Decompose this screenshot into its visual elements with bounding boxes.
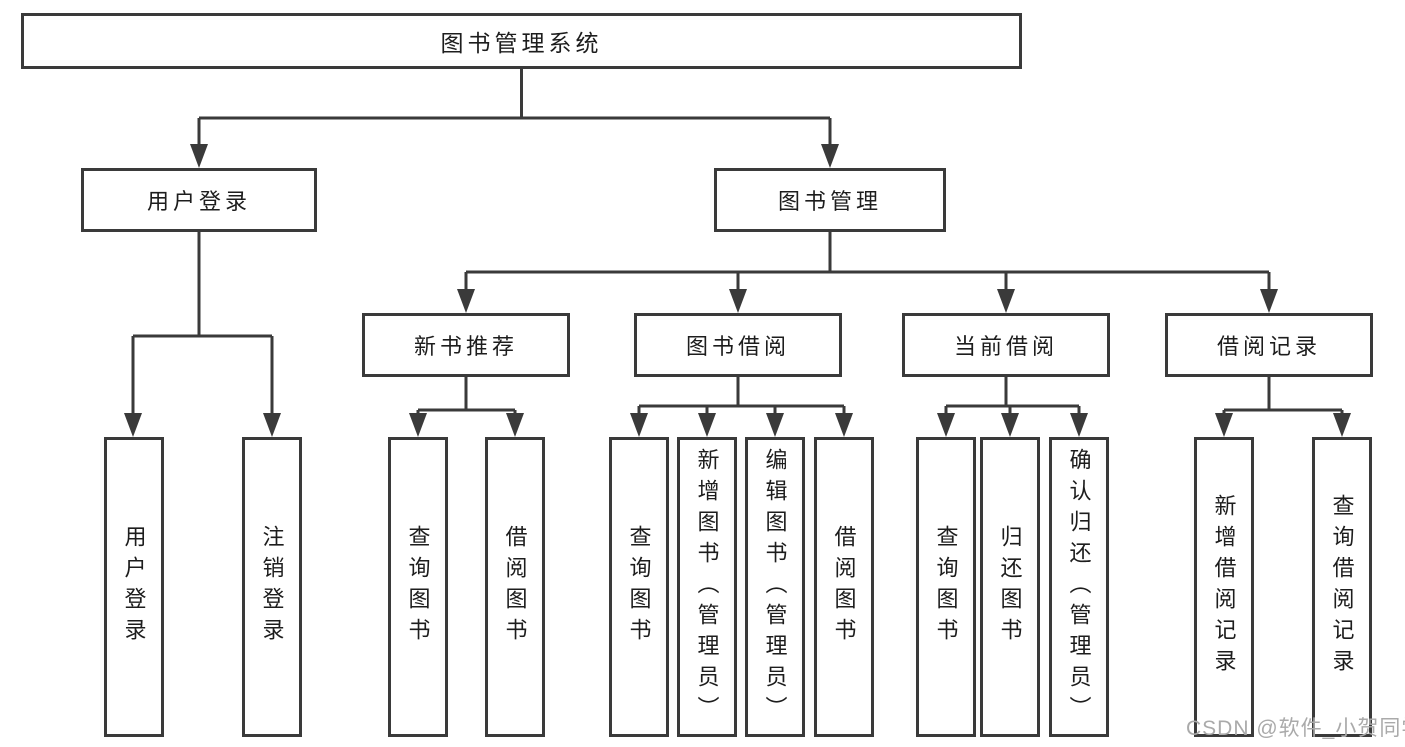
node-current-borrowing: 当前借阅 [902,313,1110,377]
node-book-borrowing: 图书借阅 [634,313,842,377]
node-new-book-recommendation-label: 新书推荐 [413,334,518,359]
node-book-borrowing-label: 图书借阅 [685,334,790,359]
node-system-root-label: 图书管理系统 [440,30,603,56]
leaf-query-books-current: 查询图书 [916,437,976,737]
node-borrowing-records: 借阅记录 [1165,313,1373,377]
leaf-query-borrow-record: 查询借阅记录 [1312,437,1372,737]
leaf-borrow-books-borrowing: 借阅图书 [814,437,874,737]
leaf-borrow-books-recommend: 借阅图书 [485,437,545,737]
node-book-management-branch-label: 图书管理 [777,189,882,214]
leaf-add-borrow-record: 新增借阅记录 [1194,437,1254,737]
node-new-book-recommendation: 新书推荐 [362,313,570,377]
arrowheads [124,144,1351,437]
leaf-user-login: 用户登录 [104,437,164,737]
csdn-watermark: CSDN @软件_小贺同学 [1186,717,1405,740]
leaf-return-books: 归还图书 [980,437,1040,737]
node-book-management-branch: 图书管理 [714,168,946,232]
node-user-login-branch-label: 用户登录 [146,189,251,214]
leaf-query-books-borrowing: 查询图书 [609,437,669,737]
node-user-login-branch: 用户登录 [81,168,317,232]
leaf-add-book-admin: 新增图书（管理员） [677,437,737,737]
leaf-query-books-recommend: 查询图书 [388,437,448,737]
leaf-edit-book-admin: 编辑图书（管理员） [745,437,805,737]
node-system-root: 图书管理系统 [21,13,1022,69]
node-borrowing-records-label: 借阅记录 [1216,334,1321,359]
node-current-borrowing-label: 当前借阅 [953,334,1058,359]
leaf-logout: 注销登录 [242,437,302,737]
leaf-confirm-return-admin: 确认归还（管理员） [1049,437,1109,737]
